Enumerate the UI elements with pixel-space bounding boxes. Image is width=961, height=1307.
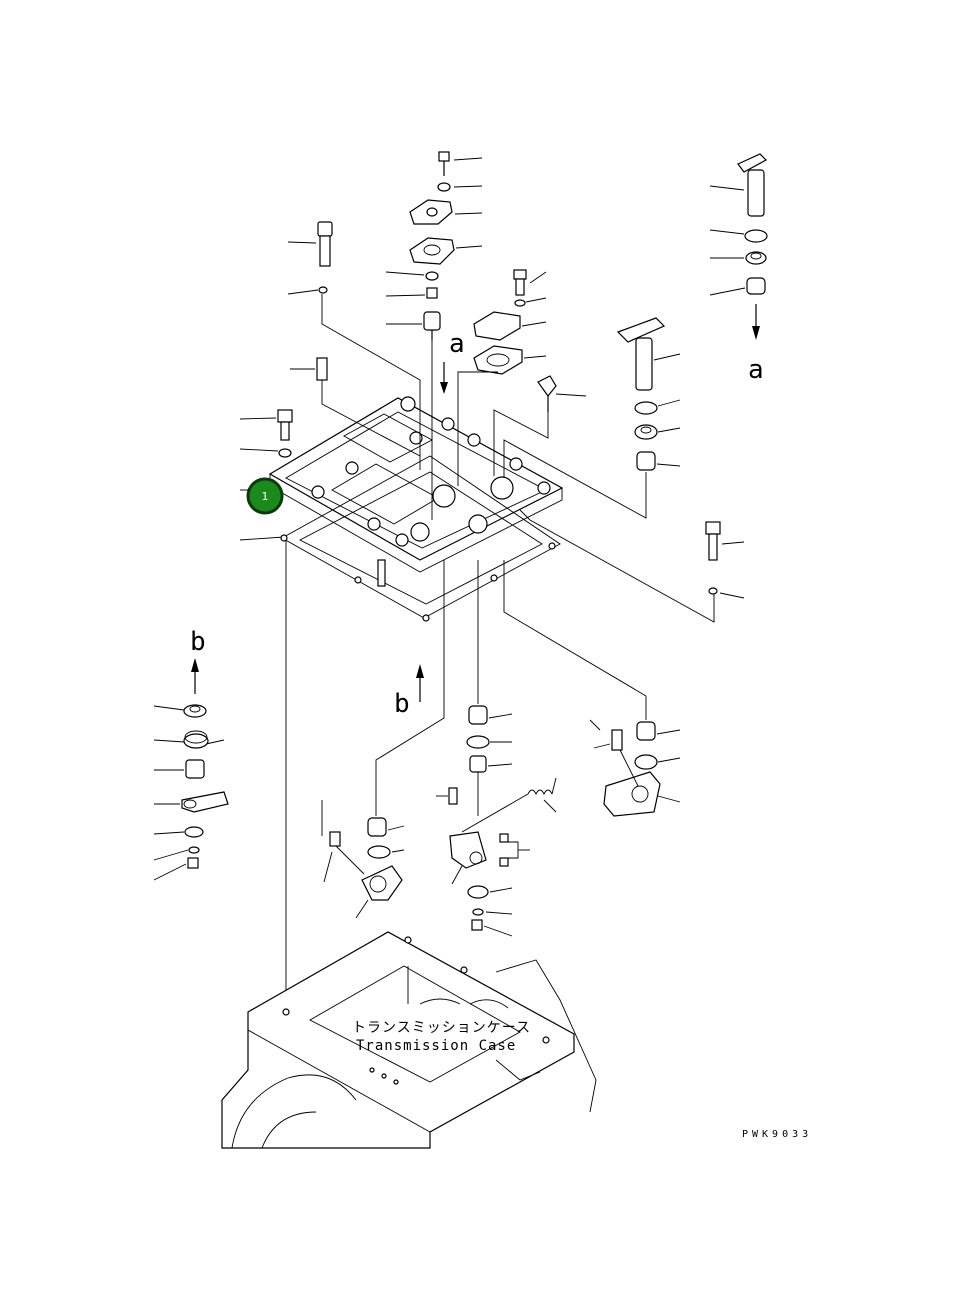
top-center-cover	[409, 199, 483, 225]
lower-collar-center	[469, 755, 513, 773]
mid-right-seal	[634, 424, 681, 440]
gear-sector	[355, 865, 403, 919]
small-pin	[436, 787, 458, 805]
mid-right-shaft	[616, 317, 681, 391]
left-top-ball	[287, 286, 328, 295]
lower-left-lever	[154, 791, 229, 813]
ref-arrow-b-left: b	[190, 627, 206, 694]
case-label-english: Transmission Case	[356, 1038, 516, 1054]
spring-center	[461, 777, 557, 833]
ref-arrow-a-top: a	[440, 329, 465, 394]
detent-bolts	[499, 833, 530, 867]
lower-left-washer-3	[153, 846, 200, 861]
right-cover-plug	[537, 375, 587, 412]
sensor-wire	[321, 800, 365, 883]
callout-1-number: 1	[262, 490, 269, 503]
right-cover-plate	[473, 311, 547, 341]
top-center-washer	[437, 182, 483, 192]
lower-washer-left	[367, 845, 405, 859]
shift-fork-sensor	[589, 719, 639, 787]
ref-arrow-a-right: a	[748, 304, 764, 385]
left-bolt-mid	[239, 409, 293, 441]
lower-washer-bottom	[467, 885, 513, 899]
left-washer-mid	[239, 448, 292, 458]
lower-left-washer-2	[153, 826, 204, 838]
cover-gasket-leader	[239, 536, 285, 541]
main-cover-plate	[268, 396, 564, 573]
right-bolt	[705, 521, 745, 561]
case-label-japanese: トランスミッションケース	[352, 1020, 531, 1036]
shift-fork	[603, 771, 681, 817]
right-ball	[708, 587, 745, 599]
ref-letter-b-center: b	[394, 689, 410, 719]
plug-small	[385, 287, 438, 299]
lower-bushing-center	[468, 705, 513, 725]
transmission-case	[221, 931, 597, 1149]
ref-letter-b-left: b	[190, 627, 206, 657]
lower-left-washer	[153, 704, 207, 718]
lower-left-spring	[153, 730, 225, 749]
detent-lever	[449, 831, 487, 885]
assembly-leaders	[285, 294, 715, 1012]
mid-right-bushing	[636, 451, 681, 471]
drawing-code: PWK9033	[742, 1129, 812, 1140]
ref-arrow-b-center: b	[394, 664, 424, 719]
left-top-bolt	[287, 221, 333, 267]
ref-letter-a: a	[449, 329, 465, 359]
top-center-bolt	[438, 151, 483, 176]
lower-washer-small	[472, 908, 513, 916]
right-cover-gasket	[473, 345, 547, 375]
upper-right-seal	[710, 251, 767, 265]
callout-1-marker[interactable]	[246, 477, 284, 515]
dowel-pin	[377, 559, 386, 587]
lower-left-nut	[153, 857, 199, 881]
lower-nut	[471, 919, 513, 937]
lower-washer-center	[466, 735, 512, 749]
callout-1[interactable]: 1	[246, 477, 284, 515]
right-cover-washer	[514, 297, 547, 307]
upper-right-washer	[709, 229, 768, 243]
right-cover-bolt	[513, 269, 547, 296]
ref-letter-a-right: a	[748, 355, 764, 385]
upper-right-shaft	[709, 153, 767, 217]
mid-right-washer	[634, 399, 681, 415]
lower-left-collar	[154, 759, 205, 779]
upper-right-bushing	[709, 277, 766, 296]
breather-valve	[386, 311, 441, 340]
o-ring-small	[385, 271, 439, 281]
left-plug	[290, 357, 328, 381]
top-center-gasket	[409, 237, 483, 265]
lower-right-washer	[634, 754, 681, 770]
lower-bushing-left	[367, 817, 405, 837]
lower-right-bushing	[636, 721, 681, 741]
